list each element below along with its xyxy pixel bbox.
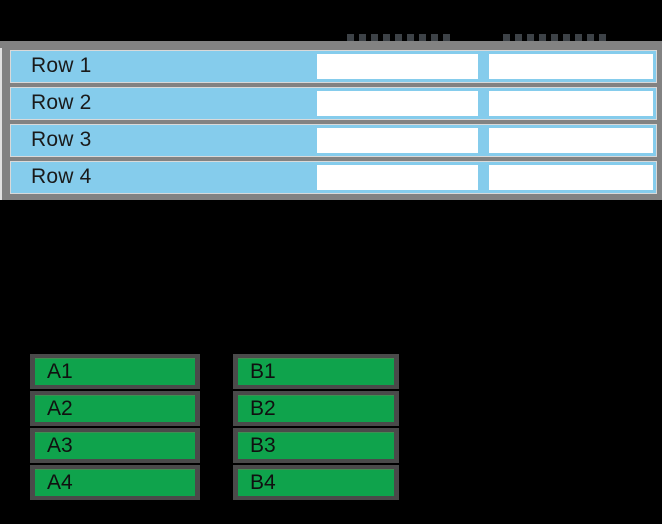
- bar-a2-label: A2: [47, 397, 73, 420]
- bar-a4[interactable]: A4: [30, 465, 200, 500]
- row-3-field-1[interactable]: [317, 128, 478, 153]
- bar-b2-label: B2: [250, 397, 276, 420]
- row-label: Row 3: [31, 128, 92, 151]
- bar-b2[interactable]: B2: [233, 391, 399, 426]
- bar-a3[interactable]: A3: [30, 428, 200, 463]
- table-row-1: Row 1: [10, 50, 657, 83]
- table-top-border: [0, 41, 662, 48]
- bar-a1[interactable]: A1: [30, 354, 200, 389]
- bar-b1-label: B1: [250, 360, 276, 383]
- bar-a2[interactable]: A2: [30, 391, 200, 426]
- row-label: Row 4: [31, 165, 92, 188]
- table-body: Row 1 Row 2 Row 3 Row 4: [0, 48, 662, 200]
- bar-a3-label: A3: [47, 434, 73, 457]
- table-row-3: Row 3: [10, 124, 657, 157]
- row-4-field-1[interactable]: [317, 165, 478, 190]
- bar-b4-label: B4: [250, 471, 276, 494]
- clipped-column-header-2: [503, 34, 607, 41]
- row-table: Row 1 Row 2 Row 3 Row 4: [0, 34, 662, 200]
- row-1-field-2[interactable]: [489, 54, 653, 79]
- row-1-field-1[interactable]: [317, 54, 478, 79]
- bar-b1[interactable]: B1: [233, 354, 399, 389]
- row-3-field-2[interactable]: [489, 128, 653, 153]
- row-2-field-1[interactable]: [317, 91, 478, 116]
- table-row-4: Row 4: [10, 161, 657, 194]
- bar-b4[interactable]: B4: [233, 465, 399, 500]
- bar-a4-label: A4: [47, 471, 73, 494]
- bar-b3[interactable]: B3: [233, 428, 399, 463]
- row-2-field-2[interactable]: [489, 91, 653, 116]
- clipped-column-header-1: [347, 34, 455, 41]
- row-label: Row 1: [31, 54, 92, 77]
- table-row-2: Row 2: [10, 87, 657, 120]
- row-label: Row 2: [31, 91, 92, 114]
- bar-a1-label: A1: [47, 360, 73, 383]
- bar-b3-label: B3: [250, 434, 276, 457]
- row-4-field-2[interactable]: [489, 165, 653, 190]
